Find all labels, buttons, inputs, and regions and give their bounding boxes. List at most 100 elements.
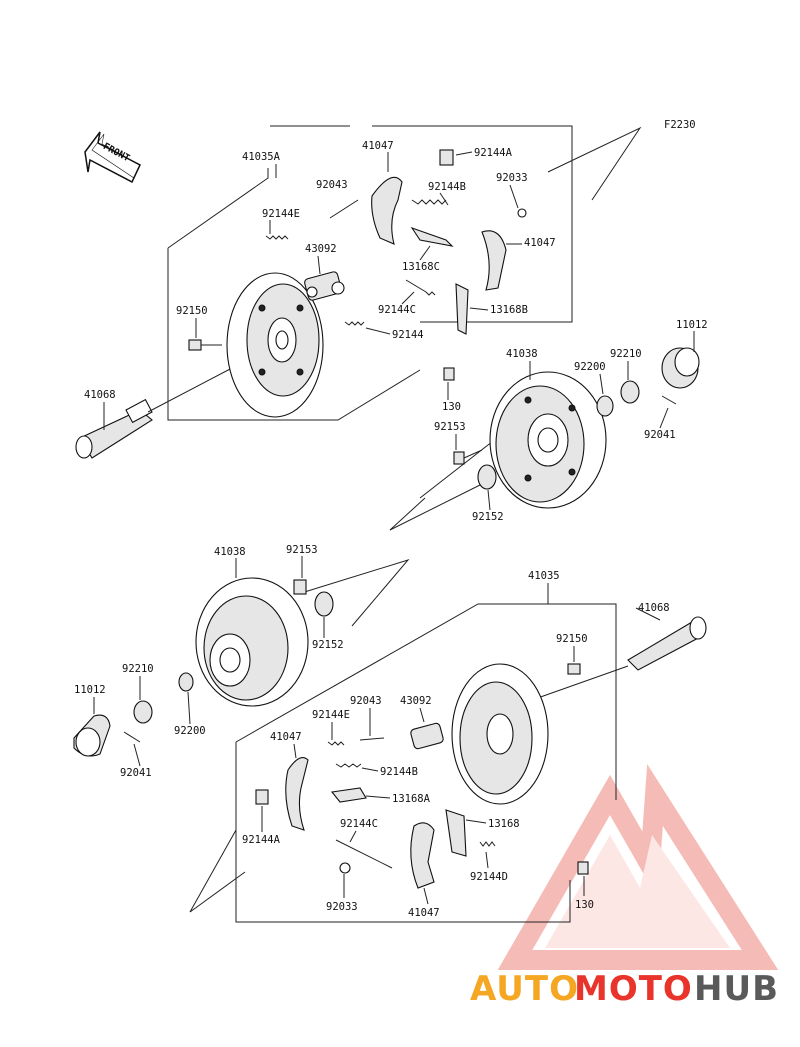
bolt-130-upper (443, 367, 455, 381)
bolt-92153-lower (293, 579, 307, 595)
part-label: 13168C (402, 261, 440, 273)
clip-92033-lower (339, 862, 351, 874)
seal-92152-lower (314, 591, 334, 617)
spring-92144b-upper (411, 199, 447, 205)
part-label: 13168A (392, 793, 431, 805)
part-label: 92043 (350, 695, 382, 707)
spring-92144-upper (344, 321, 365, 326)
wheel-cylinder-upper (304, 271, 345, 301)
part-label: 13168B (490, 304, 528, 316)
nut-92210-upper (620, 380, 640, 404)
spring-92144c-upper (405, 279, 436, 296)
part-label: 41047 (362, 140, 394, 152)
part-label: 13168 (488, 818, 520, 830)
brake-backing-plate-lower (451, 663, 549, 805)
part-label: 41068 (84, 389, 116, 401)
watermark-text: AUTO MOTO HUB (470, 969, 779, 1009)
upper-part-labels: 41035A 41047 92144A 92043 92144B 92033 9… (84, 140, 708, 523)
pin-92043-lower (359, 737, 385, 741)
watermark-logo-icon (497, 764, 779, 970)
part-label: 130 (442, 401, 461, 413)
clip-92033-upper (517, 208, 527, 218)
part-label: 43092 (400, 695, 432, 707)
clip-92144a-lower (255, 789, 269, 805)
part-label: 41047 (270, 731, 302, 743)
part-label: 41035A (242, 151, 281, 163)
figure-code: F2230 (664, 119, 696, 131)
cap-11012-upper (661, 347, 700, 389)
part-label: 41035 (528, 570, 560, 582)
part-label: 11012 (74, 684, 106, 696)
washer-92200-lower (178, 672, 194, 692)
part-label: 92144E (312, 709, 350, 721)
cotter-pin-92041-lower (123, 731, 141, 743)
part-label: 92144C (340, 818, 378, 830)
bolt-130-lower (577, 861, 589, 875)
spring-92144e-lower (327, 741, 345, 746)
cap-11012-lower (73, 714, 111, 757)
part-label: 92200 (574, 361, 606, 373)
part-label: 92150 (176, 305, 208, 317)
lower-part-labels: 41038 92153 41035 41068 92152 92150 9221… (74, 544, 670, 919)
part-label: 92210 (122, 663, 154, 675)
lower-group-outline (189, 559, 617, 923)
part-label: 41047 (408, 907, 440, 919)
spring-92144d-lower (479, 841, 496, 847)
clip-92144a-upper (439, 149, 454, 166)
part-label: 92152 (472, 511, 504, 523)
leader-lines (93, 151, 695, 905)
part-label: 92153 (434, 421, 466, 433)
part-label: 92041 (120, 767, 152, 779)
part-label: 41038 (214, 546, 246, 558)
watermark-part-3: HUB (694, 969, 779, 1009)
nut-92210-lower (133, 700, 153, 724)
pin-92043-upper (329, 199, 359, 219)
part-label: 92043 (316, 179, 348, 191)
part-label: 41047 (524, 237, 556, 249)
brake-drum-lower (195, 577, 309, 707)
brake-shoe-upper-2 (481, 230, 507, 291)
watermark-part-2: MOTO (574, 969, 693, 1009)
part-label: 43092 (305, 243, 337, 255)
part-label: 92033 (326, 901, 358, 913)
part-label: 92041 (644, 429, 676, 441)
spring-92144b-lower (335, 763, 362, 768)
lever-13168c-upper (410, 226, 454, 247)
part-label: 41068 (638, 602, 670, 614)
bolt-92153-upper (453, 449, 483, 465)
spring-92144c-lower (335, 839, 393, 869)
washer-92200-upper (596, 395, 614, 417)
brake-shoe-lower-1 (285, 757, 309, 831)
spring-92144e-upper (265, 235, 289, 240)
bolt-92150-upper (188, 339, 222, 351)
part-label: 92033 (496, 172, 528, 184)
part-label: 92144A (474, 147, 513, 159)
part-label: 130 (575, 899, 594, 911)
lever-13168-lower (445, 809, 467, 857)
part-label: 92153 (286, 544, 318, 556)
part-label: 92210 (610, 348, 642, 360)
part-label: 92144E (262, 208, 300, 220)
part-label: 92144C (378, 304, 416, 316)
axle-shaft-upper (75, 367, 233, 459)
watermark-part-1: AUTO (470, 969, 579, 1009)
brake-shoe-upper-1 (371, 176, 403, 245)
part-label: 92200 (174, 725, 206, 737)
lever-13168b-upper (455, 283, 469, 335)
part-label: 92144B (428, 181, 466, 193)
part-label: 11012 (676, 319, 708, 331)
brake-backing-plate-upper (226, 272, 324, 418)
lever-13168a-lower (330, 787, 367, 803)
bolt-92150-lower (567, 663, 581, 675)
part-label: 92150 (556, 633, 588, 645)
cotter-pin-92041-upper (661, 395, 677, 405)
front-arrow-icon: FRONT (84, 131, 141, 184)
part-label: 92144B (380, 766, 418, 778)
part-label: 92144A (242, 834, 281, 846)
part-label: 92152 (312, 639, 344, 651)
part-label: 92144D (470, 871, 508, 883)
brake-drum-upper (489, 371, 607, 509)
part-label: 41038 (506, 348, 538, 360)
